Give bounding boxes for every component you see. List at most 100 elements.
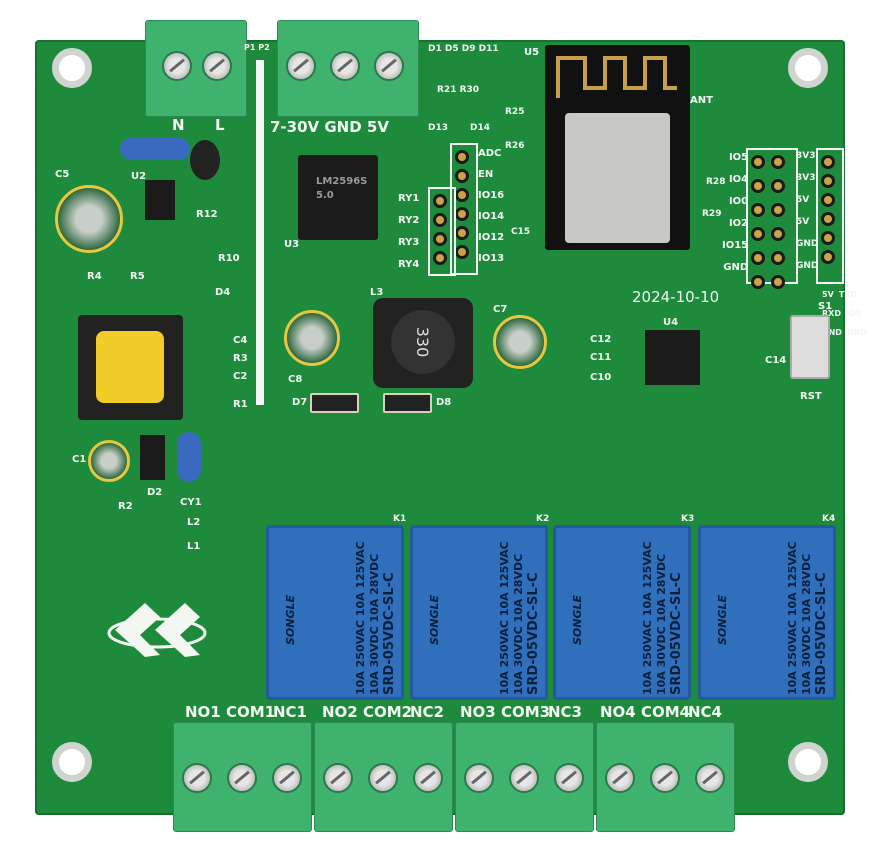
rf-shield bbox=[565, 113, 670, 243]
relay-4: SONGLE 10A 250VAC 10A 125VAC 10A 30VDC 1… bbox=[698, 525, 836, 700]
r4-label: R4 bbox=[87, 271, 102, 282]
varistor bbox=[120, 138, 190, 160]
l3-label: L3 bbox=[370, 287, 384, 298]
c11-label: C11 bbox=[590, 352, 612, 363]
output-3-terminal[interactable] bbox=[455, 722, 594, 832]
capacitor-c7 bbox=[493, 315, 547, 369]
ldo-u4 bbox=[645, 330, 700, 385]
pin-label: IO13 bbox=[478, 253, 505, 264]
capacitor-c1 bbox=[88, 440, 130, 482]
relay-brand: SONGLE bbox=[284, 594, 297, 645]
right-header-labels: IO5 IO4 IO0 IO2 IO15 GND bbox=[722, 153, 748, 285]
screw-icon bbox=[323, 763, 353, 793]
power-output-label: 7-30V GND 5V bbox=[270, 118, 389, 136]
power-header-labels: 5V TXD RXD IO0 GND GND bbox=[822, 282, 879, 339]
screw-icon bbox=[464, 763, 494, 793]
output-3-no-label: NO3 bbox=[460, 703, 496, 721]
gpio-header[interactable] bbox=[450, 143, 478, 275]
pin-label: IO0 bbox=[846, 309, 862, 318]
cy1-label: CY1 bbox=[180, 497, 202, 508]
screw-icon bbox=[368, 763, 398, 793]
k3-label: K3 bbox=[681, 514, 695, 524]
d4-label: D4 bbox=[215, 287, 231, 298]
regulator-voltage: 5.0 bbox=[316, 190, 334, 201]
mounting-hole bbox=[788, 742, 828, 782]
pin-label: 3V3 bbox=[796, 173, 816, 183]
regulator-marking: LM2596S bbox=[316, 176, 368, 187]
d8-label: D8 bbox=[436, 397, 452, 408]
transformer bbox=[78, 315, 183, 420]
power-header[interactable] bbox=[816, 148, 844, 284]
l2-label: L2 bbox=[187, 517, 201, 528]
esp-module bbox=[545, 45, 690, 250]
pin-label: GND bbox=[822, 328, 842, 337]
screw-icon bbox=[182, 763, 212, 793]
capacitor-c5 bbox=[55, 185, 123, 253]
c4-label: C4 bbox=[233, 335, 248, 346]
pin-label: IO4 bbox=[728, 174, 749, 185]
pin-label: 5V bbox=[822, 290, 834, 299]
relay-rating: 10A 250VAC 10A 125VAC bbox=[786, 541, 799, 695]
screw-icon bbox=[162, 51, 192, 81]
r3-label: R3 bbox=[233, 353, 248, 364]
pin-label: RXD bbox=[822, 309, 841, 318]
relay-rating: 10A 250VAC 10A 125VAC bbox=[354, 541, 367, 695]
screw-icon bbox=[272, 763, 302, 793]
mounting-hole bbox=[788, 48, 828, 88]
pin-label: GND bbox=[796, 239, 819, 249]
relay-model: SRD-05VDC-SL-C bbox=[814, 572, 829, 695]
output-1-terminal[interactable] bbox=[173, 722, 312, 832]
k1-label: K1 bbox=[393, 514, 407, 524]
pin-label: IO12 bbox=[478, 232, 505, 243]
diode-d8 bbox=[383, 393, 432, 413]
resistor-labels: R21 R30 bbox=[437, 85, 480, 95]
inductor-value: 330 bbox=[391, 310, 455, 374]
serial-col1-labels: 3V3 3V3 5V 5V GND GND bbox=[796, 152, 818, 284]
k4-label: K4 bbox=[822, 514, 836, 524]
output-4-com-label: COM4 bbox=[641, 703, 691, 721]
pin-label: RY1 bbox=[398, 193, 420, 204]
r1-label: R1 bbox=[233, 399, 248, 410]
screw-icon bbox=[695, 763, 725, 793]
relay-brand: SONGLE bbox=[428, 594, 441, 645]
screw-icon bbox=[509, 763, 539, 793]
output-3-nc-label: NC3 bbox=[548, 703, 582, 721]
screw-icon bbox=[605, 763, 635, 793]
relay-header[interactable] bbox=[428, 187, 456, 276]
power-output-terminal[interactable] bbox=[277, 20, 419, 117]
r25-label: R25 bbox=[505, 107, 525, 117]
d13-label: D13 bbox=[428, 123, 448, 133]
output-4-terminal[interactable] bbox=[596, 722, 735, 832]
relay-brand: SONGLE bbox=[571, 594, 584, 645]
power-input-terminal[interactable] bbox=[145, 20, 247, 117]
d7-label: D7 bbox=[292, 397, 308, 408]
relay-model: SRD-05VDC-SL-C bbox=[526, 572, 541, 695]
screw-icon bbox=[286, 51, 316, 81]
reset-label: RST bbox=[800, 391, 822, 402]
screw-icon bbox=[374, 51, 404, 81]
mounting-hole bbox=[52, 48, 92, 88]
d14-label: D14 bbox=[470, 123, 490, 133]
output-2-terminal[interactable] bbox=[314, 722, 453, 832]
relay-header-labels: RY1 RY2 RY3 RY4 bbox=[398, 194, 419, 282]
screw-icon bbox=[413, 763, 443, 793]
pin-label: GND bbox=[796, 261, 819, 271]
inductor: 330 bbox=[373, 298, 473, 388]
pin-label: 5V bbox=[796, 217, 810, 227]
output-1-com-label: COM1 bbox=[226, 703, 276, 721]
relay-model: SRD-05VDC-SL-C bbox=[382, 572, 397, 695]
pin-label: RY3 bbox=[398, 237, 420, 248]
relay-rating: 10A 250VAC 10A 125VAC bbox=[641, 541, 654, 695]
relay-rating: 10A 250VAC 10A 125VAC bbox=[498, 541, 511, 695]
screw-icon bbox=[202, 51, 232, 81]
serial-header[interactable] bbox=[746, 148, 798, 289]
c14-label: C14 bbox=[765, 355, 787, 366]
output-4-no-label: NO4 bbox=[600, 703, 636, 721]
relay-model: SRD-05VDC-SL-C bbox=[669, 572, 684, 695]
reset-button[interactable] bbox=[790, 315, 830, 379]
logo-icon bbox=[107, 603, 207, 657]
output-1-nc-label: NC1 bbox=[273, 703, 307, 721]
antenna-label: ANT bbox=[690, 95, 713, 106]
u3-label: U3 bbox=[284, 239, 300, 250]
led-labels: D1 D5 D9 D11 bbox=[428, 44, 499, 54]
